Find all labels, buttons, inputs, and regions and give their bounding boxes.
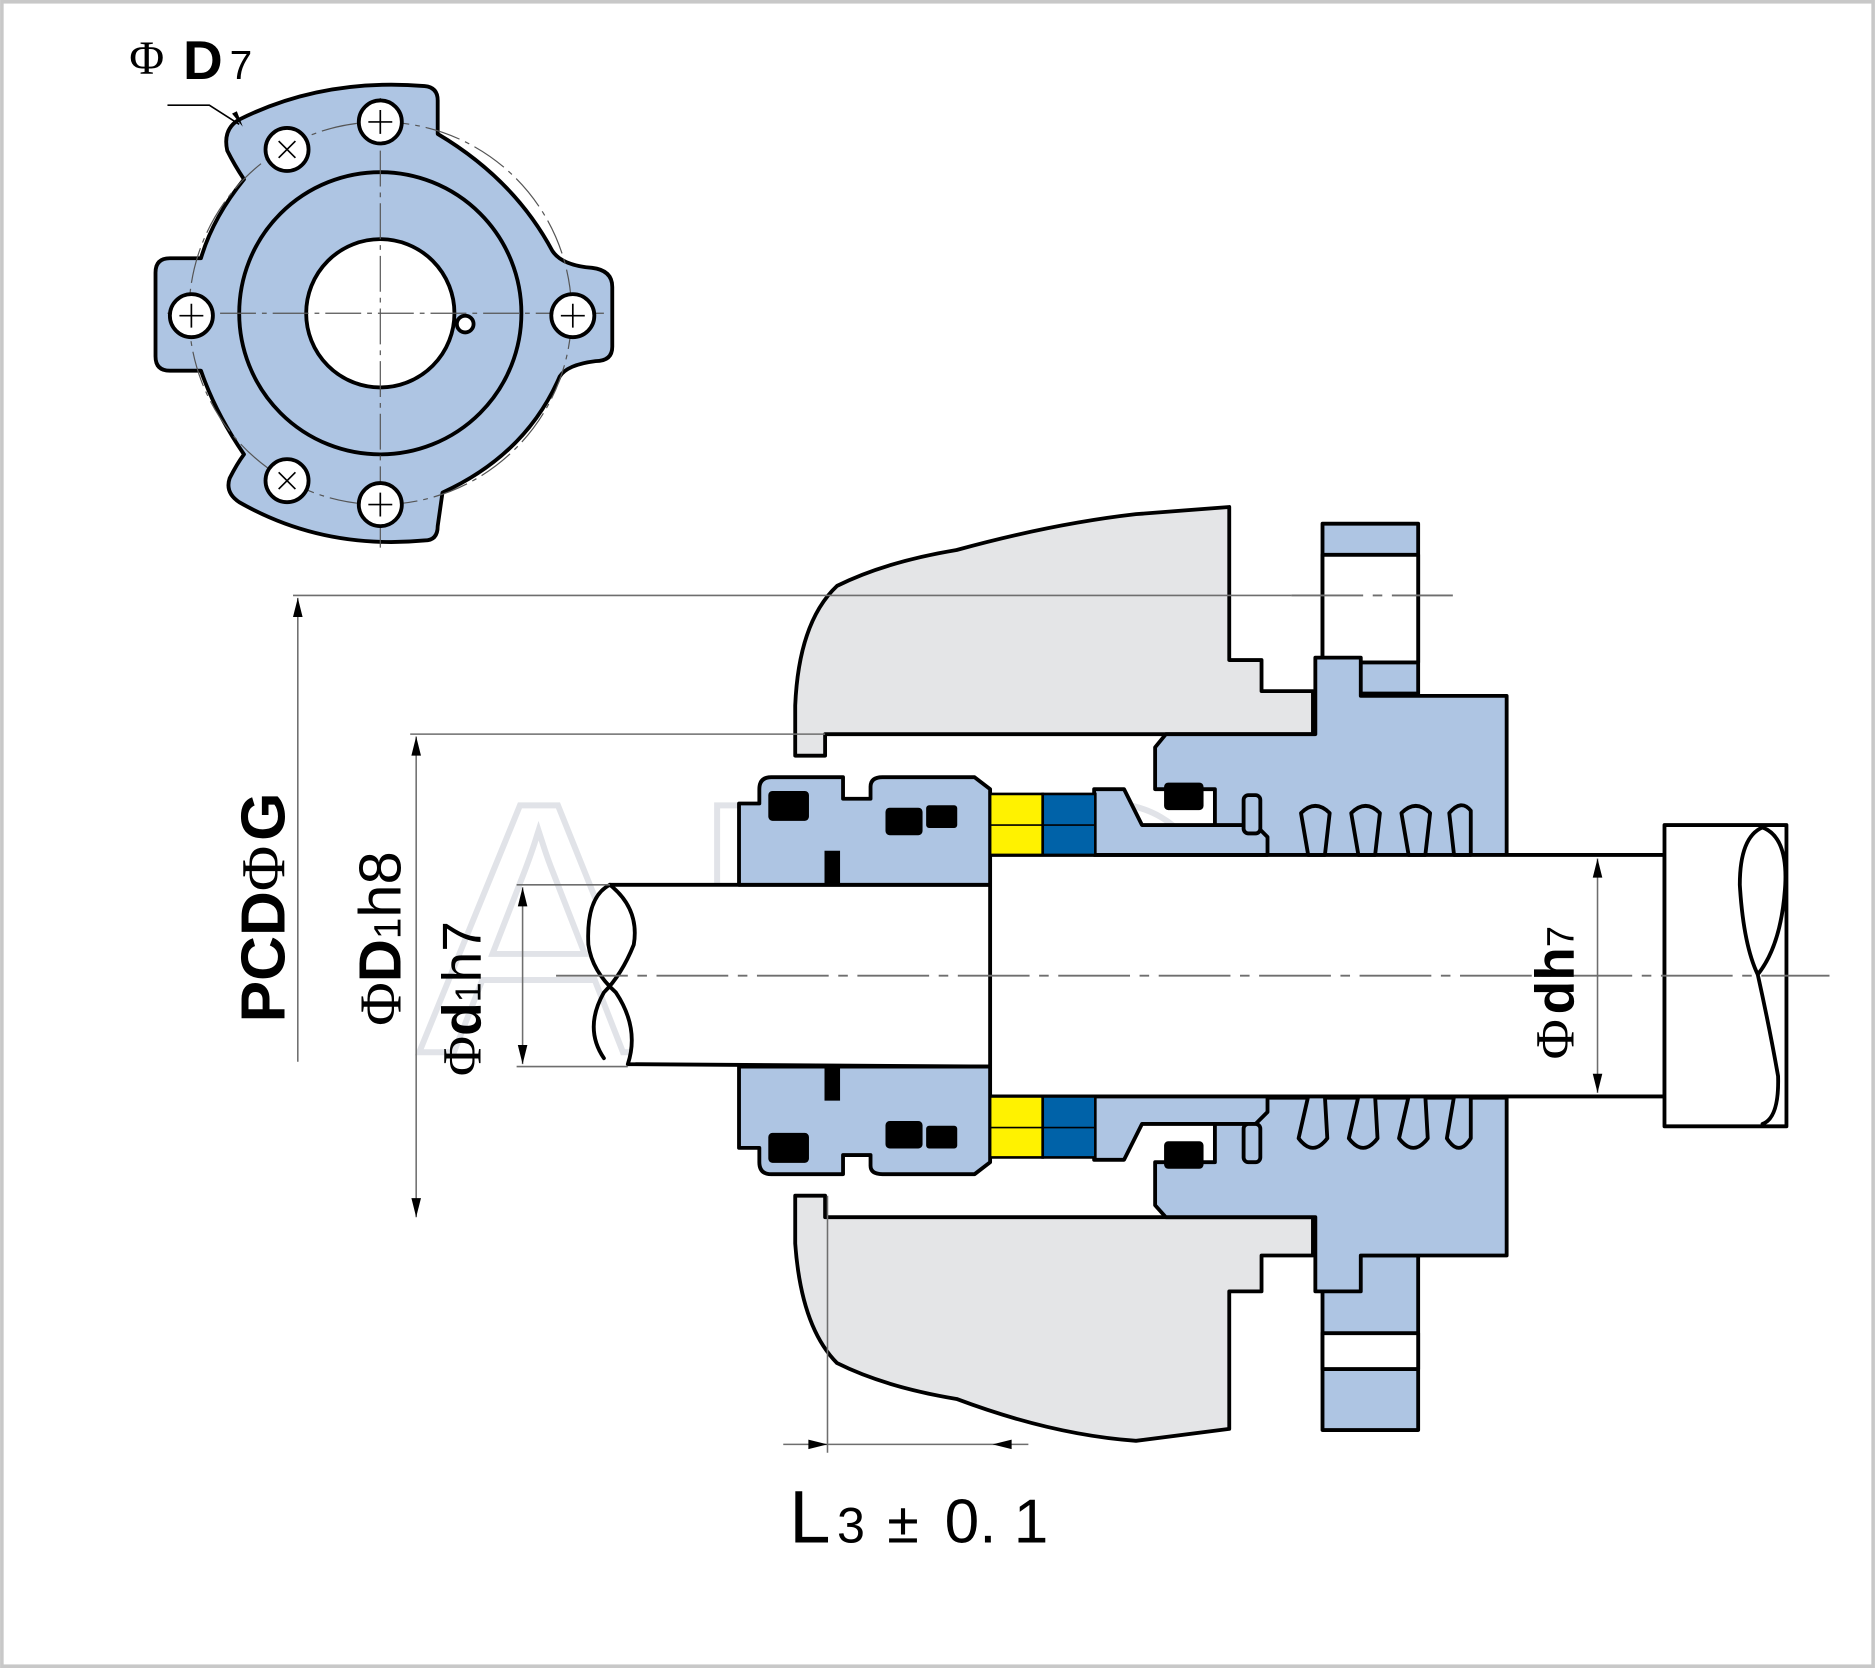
pcd-phi: Φ bbox=[231, 846, 299, 891]
o-ring bbox=[768, 790, 809, 821]
D1-sub: 1 bbox=[367, 918, 410, 939]
gland-bolt-slot-upper bbox=[1320, 552, 1421, 665]
D1-main: D bbox=[347, 939, 414, 982]
D1-tol: h8 bbox=[347, 851, 414, 917]
svg-text:Φd1h7: Φd1h7 bbox=[431, 921, 493, 1076]
L3-sub: 3 bbox=[837, 1497, 865, 1553]
flange-front-view: Φ D 7 bbox=[129, 29, 615, 548]
d-main: dh bbox=[1524, 947, 1586, 1014]
spring-coil bbox=[1299, 804, 1332, 857]
spring-retainer bbox=[1241, 1122, 1263, 1165]
o-ring bbox=[885, 1120, 923, 1149]
o-ring bbox=[885, 807, 923, 836]
o-ring bbox=[1164, 1141, 1204, 1169]
svg-text:ΦD1h8: ΦD1h8 bbox=[347, 851, 414, 1026]
svg-text:PCDΦG: PCDΦG bbox=[230, 793, 299, 1023]
rotating-holder-lower bbox=[1092, 1094, 1270, 1162]
pcd-main: G bbox=[230, 793, 299, 841]
o-ring bbox=[824, 850, 841, 886]
shaft-break-line-right bbox=[1737, 825, 1788, 1126]
spring-coil bbox=[1296, 1094, 1330, 1150]
o-ring bbox=[926, 805, 958, 829]
housing-upper bbox=[793, 505, 1315, 758]
svg-text:Φdh7: Φdh7 bbox=[1524, 926, 1586, 1059]
d1-label: Φd1h7 bbox=[431, 921, 493, 1076]
spring-coil bbox=[1447, 803, 1473, 857]
d1-sub: 1 bbox=[449, 982, 489, 1002]
spring-retainer bbox=[1241, 793, 1263, 836]
o-ring bbox=[768, 1132, 809, 1163]
d7-sub: 7 bbox=[230, 42, 253, 88]
pcd-label: PCDΦG bbox=[230, 793, 299, 1023]
L3-plus-minus: ± bbox=[887, 1491, 919, 1555]
dimensions: PCDΦG ΦD1h8 Φd1h7 Φdh7 bbox=[230, 594, 1603, 1558]
d7-phi: Φ bbox=[129, 32, 164, 85]
springs-upper bbox=[1241, 793, 1473, 857]
d7-leader-arrow bbox=[232, 111, 243, 127]
o-ring bbox=[824, 1065, 841, 1101]
o-ring bbox=[1164, 782, 1204, 811]
d1-main: d bbox=[431, 1002, 493, 1036]
spring-coil bbox=[1444, 1094, 1473, 1150]
gland-bolt-slot-lower bbox=[1320, 1331, 1421, 1371]
key-notch bbox=[454, 313, 476, 335]
D1-phi: Φ bbox=[348, 982, 414, 1026]
d7-main: D bbox=[183, 29, 223, 91]
L3-main: L bbox=[789, 1475, 830, 1558]
housing-lower bbox=[793, 1193, 1315, 1443]
o-rings bbox=[768, 782, 1204, 1169]
springs-lower bbox=[1241, 1094, 1473, 1165]
bolt-holes bbox=[167, 98, 597, 529]
d1-tol: h7 bbox=[431, 921, 493, 982]
section-view bbox=[556, 505, 1830, 1443]
L3-value: 0. 1 bbox=[945, 1487, 1049, 1556]
spring-coil bbox=[1399, 804, 1433, 857]
d-tol: 7 bbox=[1540, 926, 1583, 947]
spring-coil bbox=[1349, 804, 1382, 857]
L3-label: L 3 ± 0. 1 bbox=[789, 1475, 1048, 1558]
d1-phi: Φ bbox=[432, 1036, 493, 1076]
pcd-prefix: PCD bbox=[230, 891, 299, 1022]
d-phi: Φ bbox=[1525, 1019, 1586, 1059]
spring-coil bbox=[1346, 1094, 1380, 1150]
D1-label: ΦD1h8 bbox=[347, 851, 414, 1026]
d7-leader-line bbox=[167, 104, 240, 126]
o-ring bbox=[926, 1125, 958, 1149]
spring-coil bbox=[1397, 1094, 1430, 1150]
d-label: Φdh7 bbox=[1524, 926, 1586, 1059]
shaft-break-line-left bbox=[591, 882, 637, 1061]
